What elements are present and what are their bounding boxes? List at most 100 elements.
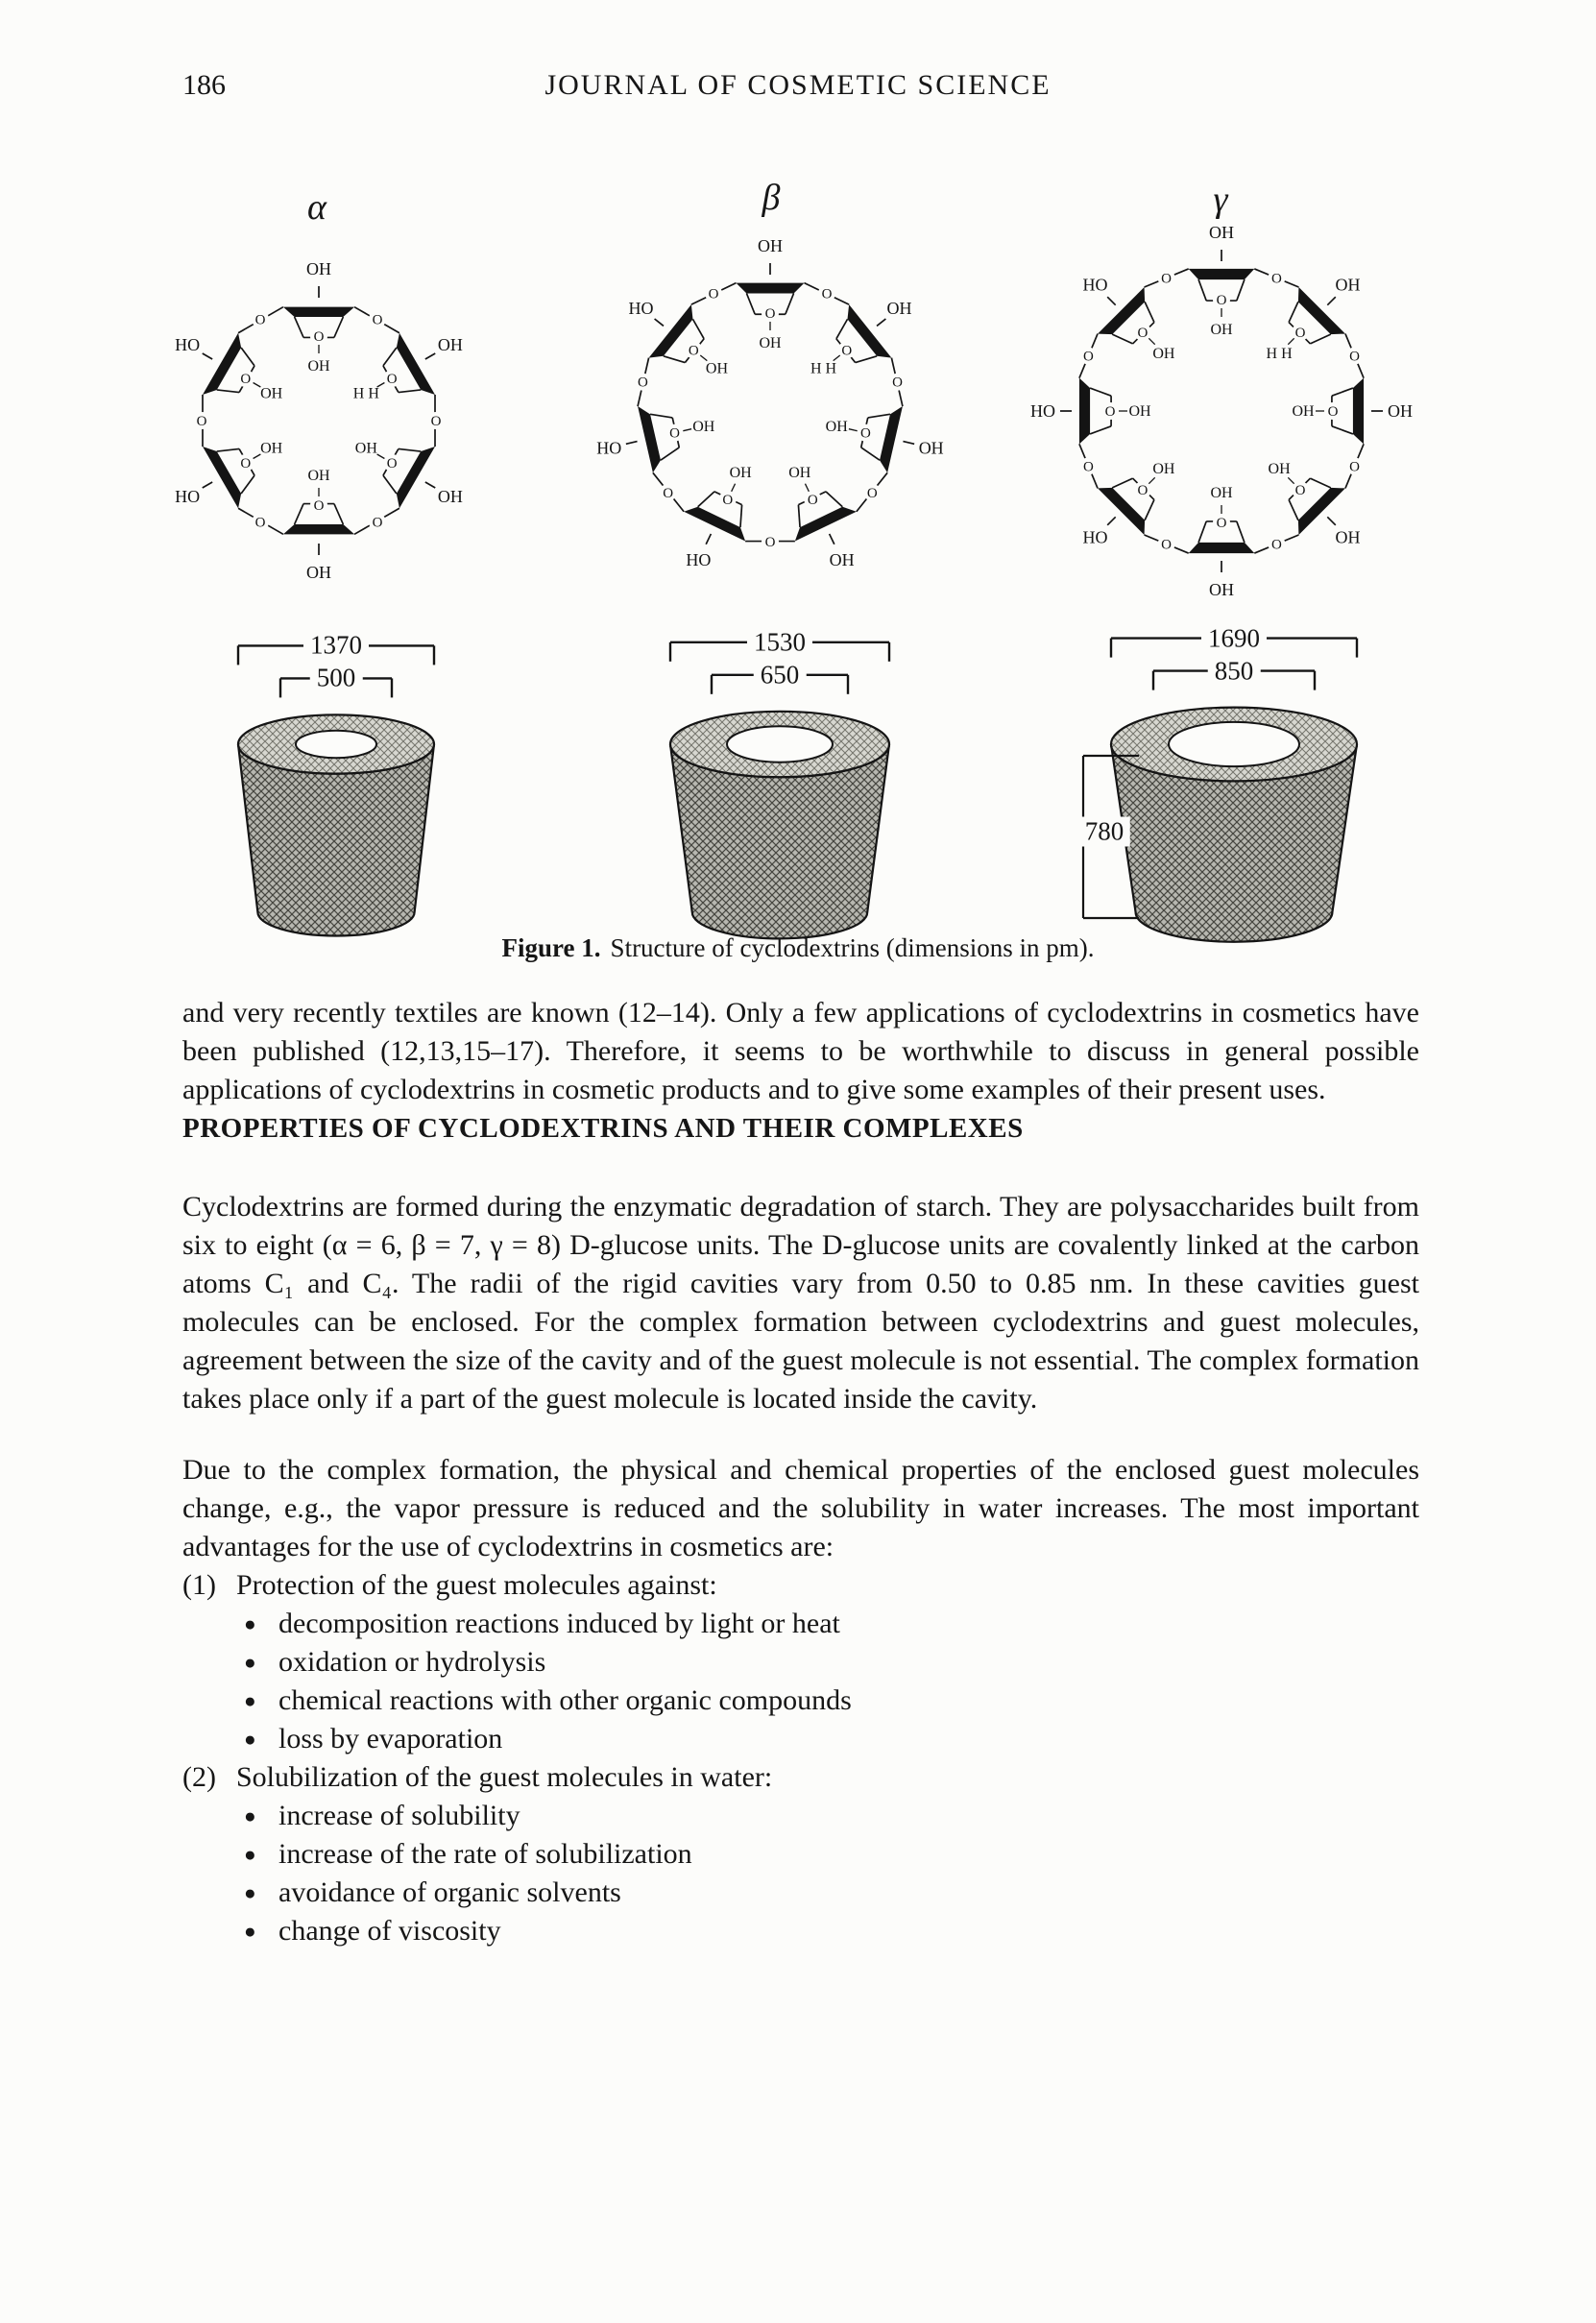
dim-label-outer-gamma: 1690 bbox=[1201, 623, 1267, 654]
svg-text:OH: OH bbox=[1210, 485, 1233, 501]
svg-text:O: O bbox=[689, 343, 699, 358]
svg-text:HO: HO bbox=[686, 550, 711, 569]
list-title: Protection of the guest molecules agains… bbox=[236, 1569, 717, 1601]
svg-text:OH: OH bbox=[1209, 223, 1234, 242]
bullet-icon: ● bbox=[244, 1843, 256, 1866]
figure-caption-text: Structure of cyclodextrins (dimensions i… bbox=[610, 933, 1095, 962]
svg-text:O: O bbox=[1161, 538, 1172, 553]
numbered-item-2: (2) Solubilization of the guest molecule… bbox=[182, 1758, 1419, 1797]
svg-text:O: O bbox=[373, 516, 383, 531]
bullet-item: ● change of viscosity bbox=[182, 1912, 1419, 1950]
dim-label-height-gamma: 780 bbox=[1078, 816, 1130, 847]
svg-text:O: O bbox=[663, 486, 673, 501]
svg-text:HO: HO bbox=[629, 299, 654, 318]
bullet-item: ● increase of solubility bbox=[182, 1797, 1419, 1835]
page-number: 186 bbox=[182, 69, 226, 101]
svg-text:O: O bbox=[1349, 459, 1360, 474]
cyclodextrin-cone-diagrams bbox=[236, 637, 1359, 943]
list-title: Solubilization of the guest molecules in… bbox=[236, 1761, 773, 1793]
svg-text:HO: HO bbox=[175, 335, 200, 354]
svg-text:OH: OH bbox=[758, 236, 783, 255]
svg-text:O: O bbox=[892, 375, 903, 391]
bullet-item: ● increase of the rate of solubilization bbox=[182, 1835, 1419, 1874]
page-header: 186 JOURNAL OF COSMETIC SCIENCE bbox=[0, 69, 1596, 109]
svg-text:HO: HO bbox=[1082, 528, 1107, 547]
svg-text:O: O bbox=[638, 375, 648, 391]
svg-text:O: O bbox=[765, 535, 776, 550]
svg-text:O: O bbox=[1295, 483, 1306, 498]
svg-text:O: O bbox=[1271, 538, 1282, 553]
svg-text:O: O bbox=[240, 456, 251, 472]
svg-text:O: O bbox=[1138, 483, 1149, 498]
svg-text:OH: OH bbox=[307, 468, 330, 484]
svg-text:OH: OH bbox=[826, 419, 849, 435]
svg-text:OH: OH bbox=[1210, 322, 1233, 338]
figure-caption: Figure 1.Structure of cyclodextrins (dim… bbox=[0, 933, 1596, 963]
svg-text:HO: HO bbox=[1082, 275, 1107, 294]
svg-text:O: O bbox=[240, 372, 251, 387]
svg-text:O: O bbox=[1217, 293, 1227, 308]
svg-text:H H: H H bbox=[810, 361, 837, 377]
svg-text:OH: OH bbox=[355, 441, 378, 457]
bullet-item: ● oxidation or hydrolysis bbox=[182, 1643, 1419, 1682]
list-number: (1) bbox=[182, 1569, 216, 1601]
svg-text:O: O bbox=[709, 286, 719, 302]
svg-text:HO: HO bbox=[596, 438, 621, 457]
greek-label-gamma: γ bbox=[1213, 180, 1228, 220]
svg-text:O: O bbox=[1295, 326, 1306, 341]
svg-text:H H: H H bbox=[353, 386, 380, 402]
svg-text:OH: OH bbox=[1152, 346, 1175, 362]
svg-text:O: O bbox=[1083, 459, 1094, 474]
svg-text:O: O bbox=[1138, 326, 1149, 341]
svg-text:O: O bbox=[255, 312, 266, 327]
svg-text:OH: OH bbox=[788, 465, 811, 481]
svg-text:O: O bbox=[255, 516, 266, 531]
svg-text:O: O bbox=[722, 493, 733, 508]
bullet-text: oxidation or hydrolysis bbox=[278, 1646, 546, 1678]
svg-text:OH: OH bbox=[1269, 461, 1292, 477]
svg-text:O: O bbox=[1161, 271, 1172, 286]
bullet-item: ● chemical reactions with other organic … bbox=[182, 1682, 1419, 1720]
section-heading: PROPERTIES OF CYCLODEXTRINS AND THEIR CO… bbox=[182, 1113, 1024, 1144]
svg-text:O: O bbox=[197, 414, 207, 429]
list-number: (2) bbox=[182, 1761, 216, 1793]
svg-text:OH: OH bbox=[260, 441, 283, 457]
svg-text:O: O bbox=[314, 498, 325, 514]
bullet-text: increase of the rate of solubilization bbox=[278, 1838, 692, 1870]
svg-text:O: O bbox=[431, 414, 442, 429]
paragraph-1: and very recently textiles are known (12… bbox=[182, 997, 1419, 1105]
svg-text:O: O bbox=[1083, 350, 1094, 365]
svg-text:OH: OH bbox=[919, 438, 944, 457]
svg-text:OH: OH bbox=[306, 259, 331, 278]
svg-text:OH: OH bbox=[759, 335, 782, 351]
greek-label-beta: β bbox=[762, 178, 781, 218]
svg-text:OH: OH bbox=[706, 361, 729, 377]
bullet-text: avoidance of organic solvents bbox=[278, 1876, 621, 1908]
bullet-icon: ● bbox=[244, 1881, 256, 1904]
svg-text:HO: HO bbox=[1030, 401, 1055, 421]
svg-text:O: O bbox=[387, 456, 398, 472]
svg-text:OH: OH bbox=[1209, 580, 1234, 599]
svg-text:O: O bbox=[841, 343, 852, 358]
dim-label-inner-gamma: 850 bbox=[1207, 656, 1261, 687]
svg-text:H H: H H bbox=[1267, 346, 1294, 362]
journal-title: JOURNAL OF COSMETIC SCIENCE bbox=[544, 69, 1052, 101]
bullet-icon: ● bbox=[244, 1920, 256, 1943]
svg-text:OH: OH bbox=[438, 335, 463, 354]
svg-text:O: O bbox=[1105, 404, 1116, 420]
bullet-text: increase of solubility bbox=[278, 1800, 520, 1831]
svg-text:O: O bbox=[808, 493, 818, 508]
bullet-item: ● decomposition reactions induced by lig… bbox=[182, 1605, 1419, 1643]
svg-text:HO: HO bbox=[175, 487, 200, 506]
body-text: and very recently textiles are known (12… bbox=[182, 994, 1419, 1950]
bullet-text: decomposition reactions induced by light… bbox=[278, 1608, 840, 1639]
svg-text:OH: OH bbox=[438, 487, 463, 506]
paragraph-3: Due to the complex formation, the physic… bbox=[182, 1454, 1419, 1562]
bullet-text: loss by evaporation bbox=[278, 1723, 503, 1754]
svg-text:OH: OH bbox=[306, 563, 331, 582]
svg-text:OH: OH bbox=[1336, 528, 1361, 547]
svg-text:OH: OH bbox=[307, 358, 330, 375]
bullet-text: change of viscosity bbox=[278, 1915, 501, 1947]
